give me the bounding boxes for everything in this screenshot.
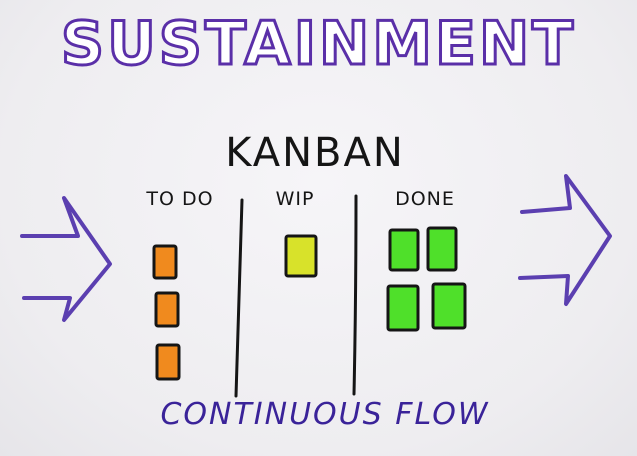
column-divider xyxy=(234,198,244,398)
footer-caption: CONTINUOUS FLOW xyxy=(160,397,490,432)
column-divider xyxy=(352,194,358,396)
todo-card xyxy=(152,244,178,280)
kanban-heading: KANBAN xyxy=(225,130,405,176)
done-card xyxy=(431,282,467,330)
arrow-right-icon xyxy=(518,174,612,306)
todo-card xyxy=(155,343,181,381)
column-label-done: DONE xyxy=(395,188,455,210)
done-card xyxy=(426,226,458,272)
todo-card xyxy=(154,291,180,328)
wip-card xyxy=(284,234,318,278)
page-title: SUSTAINMENT xyxy=(59,9,577,79)
done-card xyxy=(386,284,420,332)
done-card xyxy=(388,228,420,272)
arrow-right-icon xyxy=(20,196,112,322)
column-label-wip: WIP xyxy=(275,188,315,210)
column-label-todo: TO DO xyxy=(146,188,214,210)
